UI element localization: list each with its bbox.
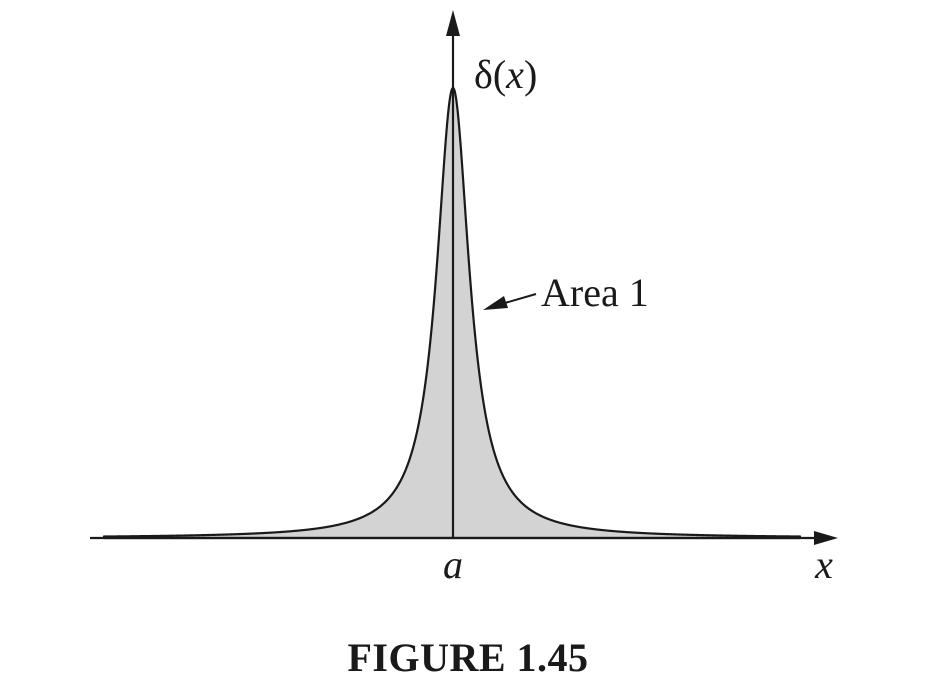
y-axis-label-variable: x [505, 52, 524, 97]
y-axis-arrowhead-icon [446, 10, 460, 36]
area-annotation-arrowhead-icon [483, 296, 508, 310]
x-axis-arrowhead-icon [814, 531, 838, 545]
y-axis-label-suffix: ) [524, 52, 537, 97]
figure-caption: FIGURE 1.45 [347, 635, 589, 680]
x-axis-label: x [814, 542, 833, 587]
y-axis-label: δ(x) [474, 52, 537, 97]
y-axis-label-prefix: δ( [474, 52, 506, 97]
area-annotation-label: Area 1 [541, 270, 649, 315]
peak-location-label: a [443, 542, 463, 587]
